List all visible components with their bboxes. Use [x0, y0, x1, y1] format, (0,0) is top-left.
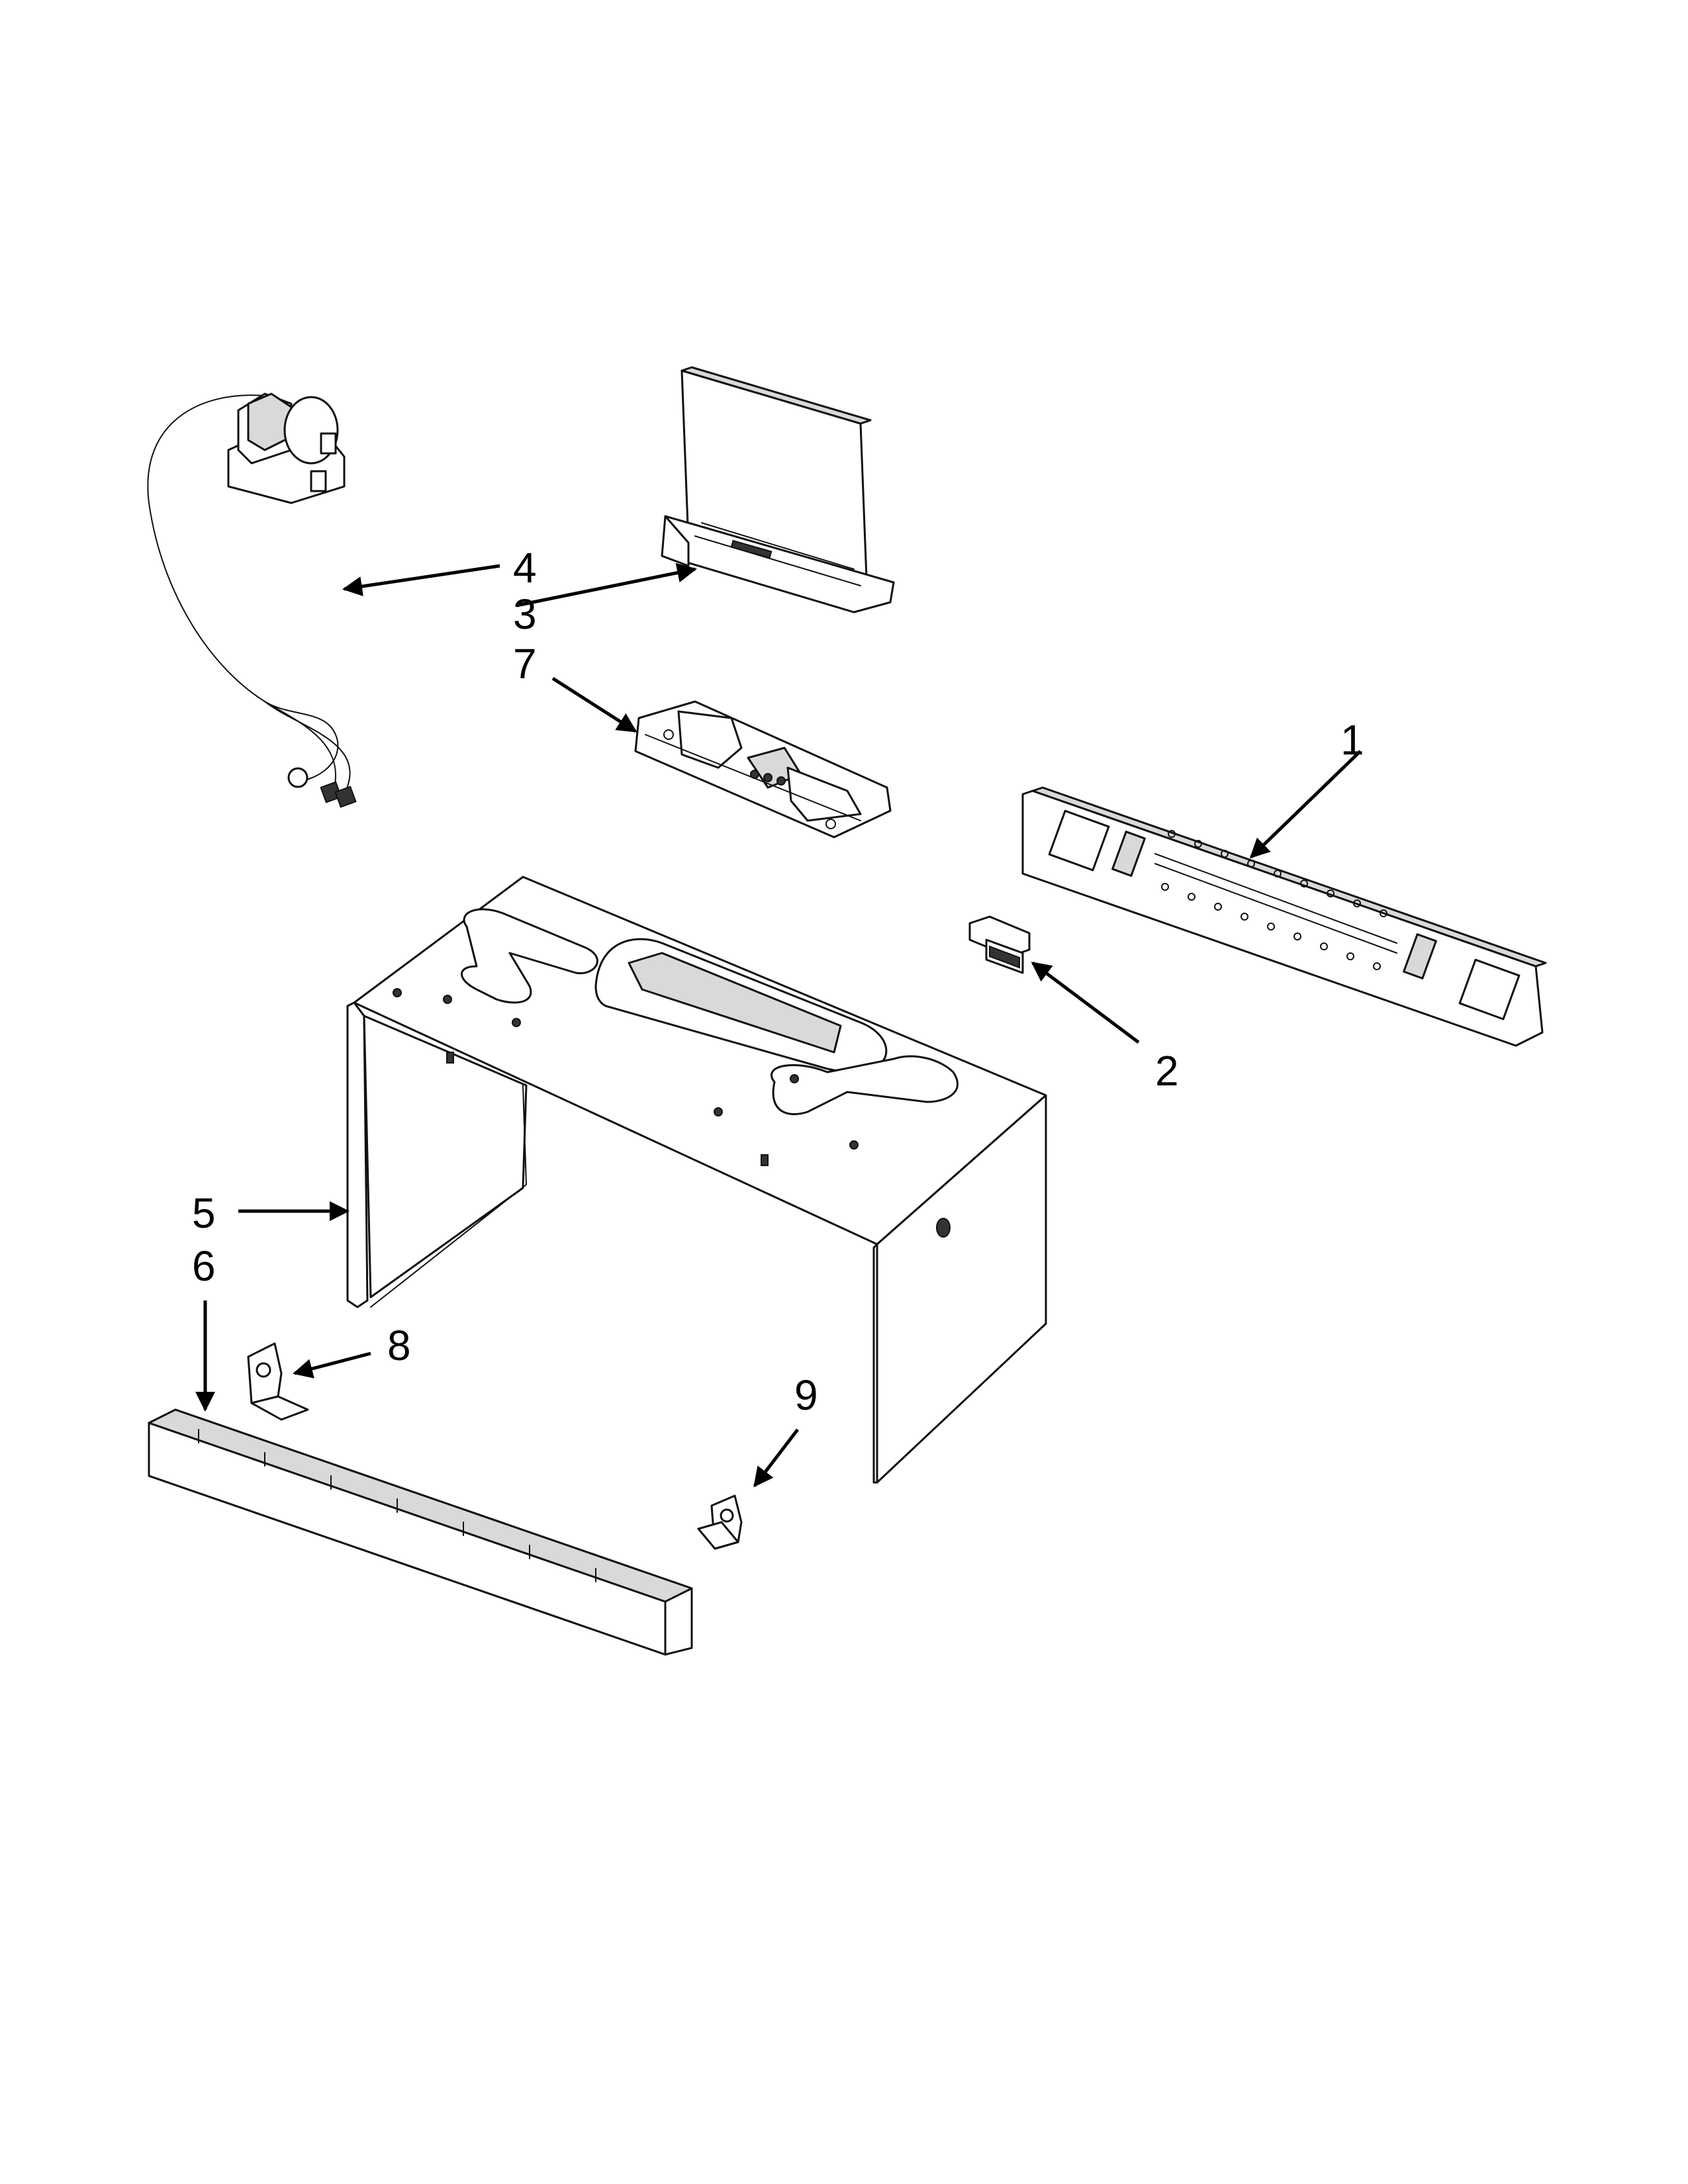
leader-line-2: [1031, 962, 1140, 1044]
damper-icon: [661, 366, 895, 614]
leader-line-4: [342, 564, 500, 596]
callout-4: 4: [513, 544, 537, 592]
leader-line-3: [516, 563, 697, 608]
leader-line-7: [551, 676, 637, 733]
mounting-plate-icon: [1021, 786, 1547, 1047]
callout-5: 5: [192, 1189, 216, 1237]
callout-2: 2: [1155, 1047, 1179, 1095]
callout-3: 3: [513, 590, 537, 638]
leader-line-1: [1249, 750, 1362, 859]
vent-grille-icon: [148, 1408, 693, 1656]
callout-labels: 1 2 3 4 5 6 7 8 9: [192, 544, 1364, 1419]
cabinet-wrapper-icon: [346, 876, 1047, 1484]
mounting-plate-holes: [1161, 830, 1387, 970]
support-bracket-icon: [247, 1342, 309, 1421]
callout-9: 9: [794, 1371, 818, 1419]
callout-6: 6: [192, 1242, 216, 1290]
callout-1: 1: [1340, 716, 1364, 764]
leader-lines: [195, 563, 1362, 1488]
support-bracket-icon: [697, 1494, 743, 1550]
leader-line-8: [293, 1351, 371, 1379]
control-plate-icon: [634, 700, 892, 839]
bracket-icon: [968, 915, 1031, 974]
callout-7: 7: [513, 640, 537, 688]
callout-8: 8: [387, 1322, 411, 1369]
power-cord-icon: [147, 392, 357, 808]
leader-line-9: [753, 1428, 799, 1488]
